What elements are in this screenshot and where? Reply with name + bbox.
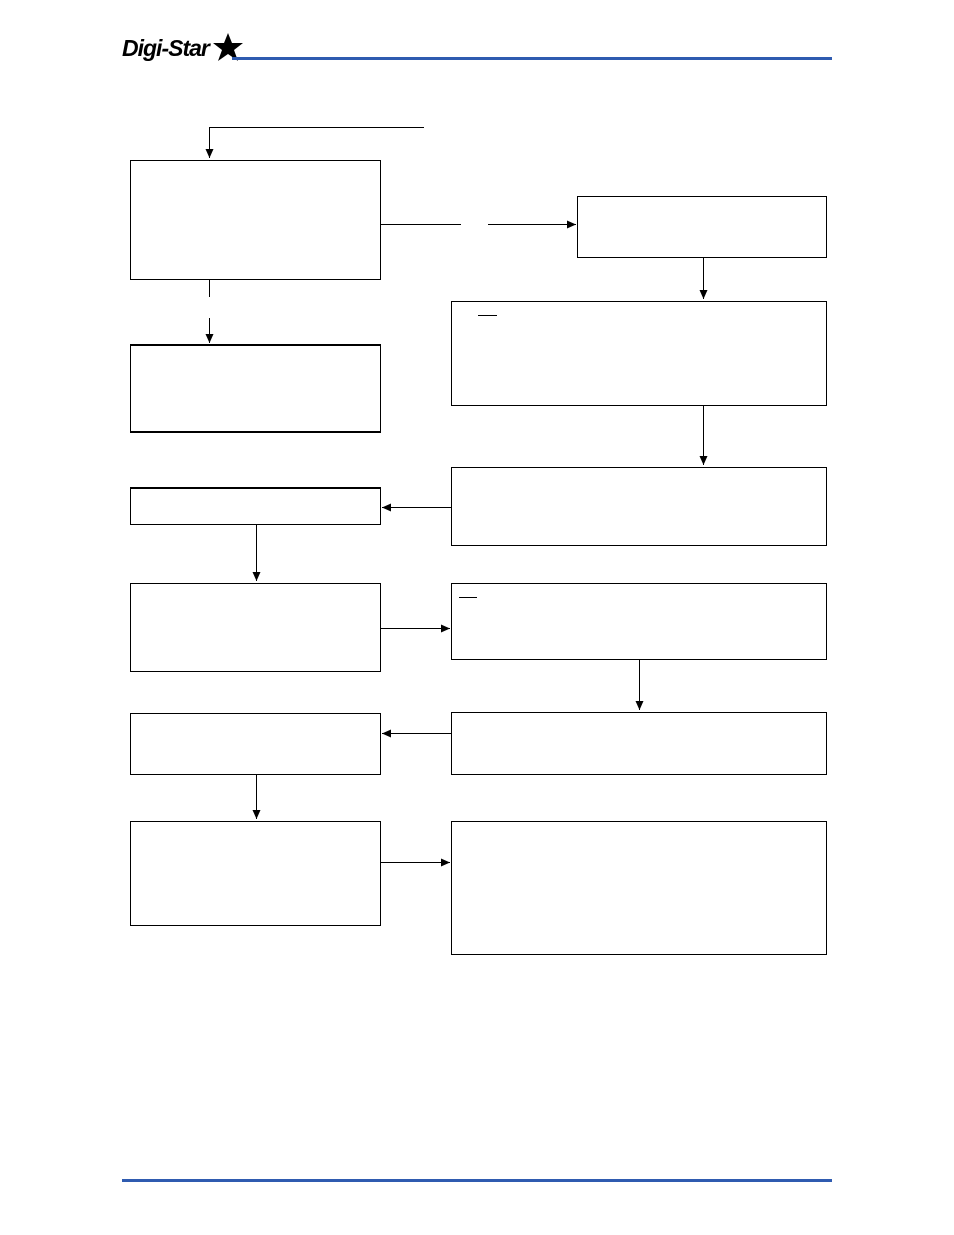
flow-box-10 <box>451 712 827 775</box>
flow-box-9 <box>130 713 381 775</box>
flow-box-3 <box>130 344 381 433</box>
brand-logo: Digi-Star <box>122 35 210 61</box>
flow-box-11 <box>130 821 381 926</box>
flow-box-5 <box>130 488 381 525</box>
header-rule <box>232 57 832 60</box>
star-icon <box>213 33 243 61</box>
flow-box-7 <box>130 583 381 672</box>
flow-box-4 <box>451 301 827 406</box>
flow-box-8 <box>451 583 827 660</box>
flow-box-2 <box>577 196 827 258</box>
flow-box-12 <box>451 821 827 955</box>
flow-box-6 <box>451 467 827 546</box>
footer-rule <box>122 1179 832 1182</box>
flow-box-1 <box>130 160 381 280</box>
connector-top-feed <box>205 127 424 158</box>
